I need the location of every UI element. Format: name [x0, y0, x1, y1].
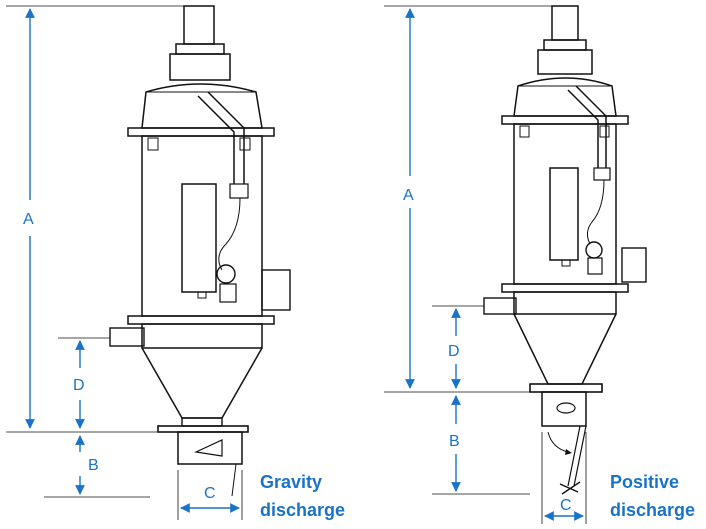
dimension-a-label: A — [23, 211, 34, 228]
lower-flange — [501, 283, 629, 293]
base-plate — [157, 425, 249, 433]
dimension-c-label: C — [204, 485, 216, 502]
pipe-flange — [543, 39, 587, 51]
pipe-flange — [175, 43, 225, 55]
inlet-elbow — [567, 85, 607, 168]
hopper-cone — [141, 347, 263, 419]
side-inlet — [483, 297, 517, 315]
upper-flange — [127, 127, 275, 137]
caption-line-1: Positive — [610, 472, 679, 492]
hopper-cone — [513, 313, 617, 385]
discharge-arm — [567, 425, 581, 487]
pressure-gauge — [216, 264, 236, 284]
dimension-d-label: D — [448, 343, 460, 360]
gravity-discharge-unit: A D B C Gravity discharge — [6, 5, 345, 520]
caption-line-2: discharge — [610, 500, 695, 520]
positive-discharge-valve — [541, 391, 587, 427]
dimension-b-label: B — [88, 457, 99, 474]
hopper-collar — [141, 323, 263, 349]
upper-flange — [501, 115, 629, 125]
lid-housing — [169, 53, 231, 81]
dimension-b-label: B — [449, 433, 460, 450]
pressure-gauge — [585, 241, 603, 259]
inlet-elbow — [197, 91, 245, 184]
dimension-d-label: D — [73, 377, 85, 394]
lid-housing — [537, 49, 593, 75]
wiring — [218, 197, 241, 271]
flapper — [559, 481, 581, 495]
top-outlet-pipe — [551, 5, 579, 41]
dome-lid — [141, 83, 263, 129]
positive-discharge-unit: A D B C Positive discharge — [384, 5, 695, 524]
gravity-discharge-box — [177, 431, 243, 465]
side-valve — [261, 269, 291, 311]
dimension-c-label: C — [560, 497, 572, 514]
base-plate — [529, 383, 603, 393]
top-outlet-pipe — [183, 5, 215, 45]
control-box — [549, 167, 579, 261]
caption-line-1: Gravity — [260, 472, 322, 492]
side-valve — [621, 247, 647, 283]
side-inlet — [109, 327, 145, 347]
lower-flange — [127, 315, 275, 325]
control-box — [181, 183, 217, 293]
hopper-collar — [513, 291, 617, 315]
dimension-a-label: A — [403, 187, 414, 204]
caption-line-2: discharge — [260, 500, 345, 520]
wiring — [586, 179, 605, 245]
